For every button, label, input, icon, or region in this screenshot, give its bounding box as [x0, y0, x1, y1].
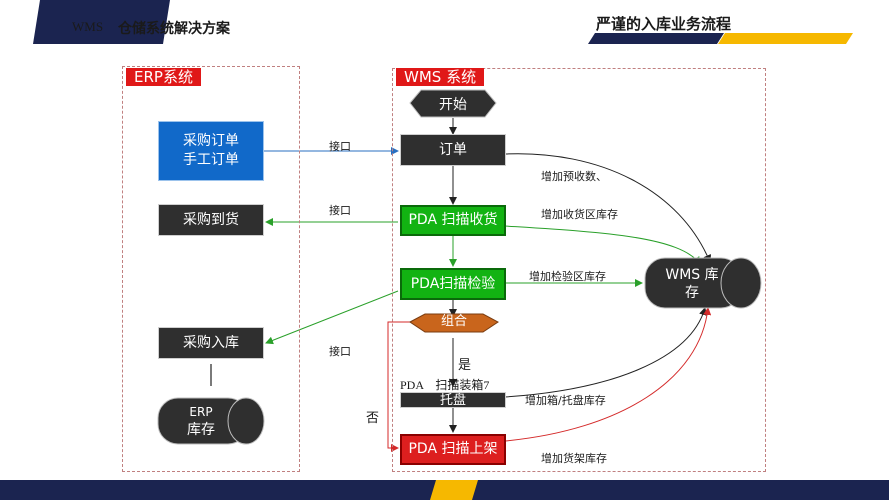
- header-wms-label: WMS: [72, 19, 104, 34]
- edge-label-pallet: 增加箱/托盘库存: [525, 394, 606, 407]
- footer-gold: [430, 480, 478, 500]
- manual-order-label: 手工订单: [183, 152, 239, 168]
- wms-panel: [392, 68, 766, 472]
- yes-label: 是: [458, 358, 472, 373]
- arrow-shelve-stock: [504, 307, 712, 442]
- scan-receive-node: PDA 扫描收货: [400, 205, 506, 236]
- purchase-arrival-node: 采购到货: [158, 204, 264, 236]
- edge-label-shelf: 增加货架库存: [541, 452, 607, 465]
- decision-label: 组合: [440, 314, 467, 329]
- header-system-title: 仓储系统解决方案: [118, 21, 230, 37]
- interface-label-arrival: 接口: [329, 204, 351, 217]
- arrow-pack-stock: [504, 307, 707, 398]
- wms-panel-title: WMS 系统: [396, 68, 485, 86]
- header-right-gold: [718, 33, 853, 44]
- wms-stock-cylinder-end: [720, 257, 762, 309]
- interface-label-order: 接口: [329, 140, 351, 153]
- interface-label-stockin: 接口: [329, 345, 351, 358]
- purchase-stockin-node: 采购入库: [158, 327, 264, 359]
- start-label: 开始: [439, 97, 467, 113]
- purchase-order-label: 采购订单: [183, 133, 239, 149]
- pack-label: PDA 扫描装箱7: [400, 378, 490, 392]
- no-label: 否: [366, 411, 380, 426]
- decision-node: [409, 313, 499, 333]
- arrow-receive-stock: [504, 225, 701, 265]
- erp-stock-line1: ERP: [189, 405, 213, 419]
- purchase-order-node: 采购订单 手工订单: [158, 121, 264, 181]
- erp-stock-label: ERP 库存: [170, 403, 232, 439]
- pack-node: 托盘: [400, 392, 506, 408]
- header-process-title: 严谨的入库业务流程: [596, 15, 732, 33]
- edge-label-inspect: 增加检验区库存: [529, 270, 606, 283]
- scan-shelve-node: PDA 扫描上架: [400, 434, 506, 465]
- arrow-iface-stockin: [265, 290, 399, 345]
- wms-stock-line1: WMS 库: [665, 267, 719, 283]
- erp-panel: [122, 66, 300, 472]
- erp-panel-title: ERP系统: [126, 68, 201, 86]
- order-node: 订单: [400, 134, 506, 166]
- wms-stock-line2: 存: [685, 285, 699, 301]
- header-right-navy: [588, 33, 724, 44]
- erp-stock-line2: 库存: [187, 422, 215, 438]
- arrow-order-stock: [504, 153, 711, 263]
- erp-stock-cylinder-end: [227, 397, 265, 445]
- edge-label-expected: 增加预收数、: [541, 170, 607, 183]
- arrow-decision-no: [387, 321, 410, 452]
- header-left-bar: [33, 0, 170, 44]
- wms-stock-label: WMS 库 存: [650, 266, 734, 302]
- start-node: [409, 89, 497, 118]
- scan-inspect-node: PDA扫描检验: [400, 268, 506, 300]
- edge-label-receiving: 增加收货区库存: [541, 208, 618, 221]
